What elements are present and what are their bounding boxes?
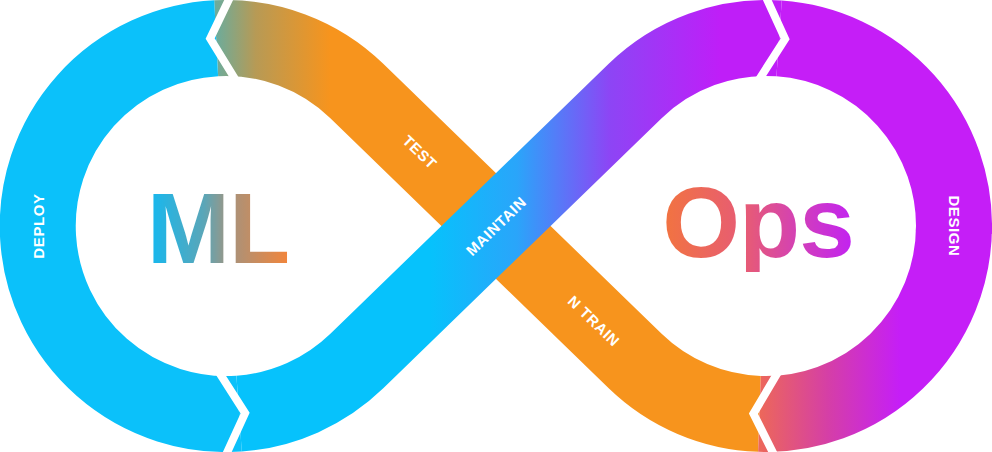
loop-bands xyxy=(38,38,954,414)
ops-wordmark: Ops xyxy=(662,172,853,272)
stage-label: TEST xyxy=(400,133,440,172)
stage-label: N TRAIN xyxy=(565,293,622,349)
ml-wordmark: ML xyxy=(147,178,289,278)
stage-label: MAINTAIN xyxy=(463,194,529,258)
flow-chevron xyxy=(210,0,236,81)
flow-chevron xyxy=(753,371,779,452)
flow-chevron xyxy=(758,0,785,81)
stage-label: DESIGN xyxy=(947,195,962,256)
stage-label: DEPLOY xyxy=(31,193,46,258)
flow-chevron xyxy=(218,371,245,452)
